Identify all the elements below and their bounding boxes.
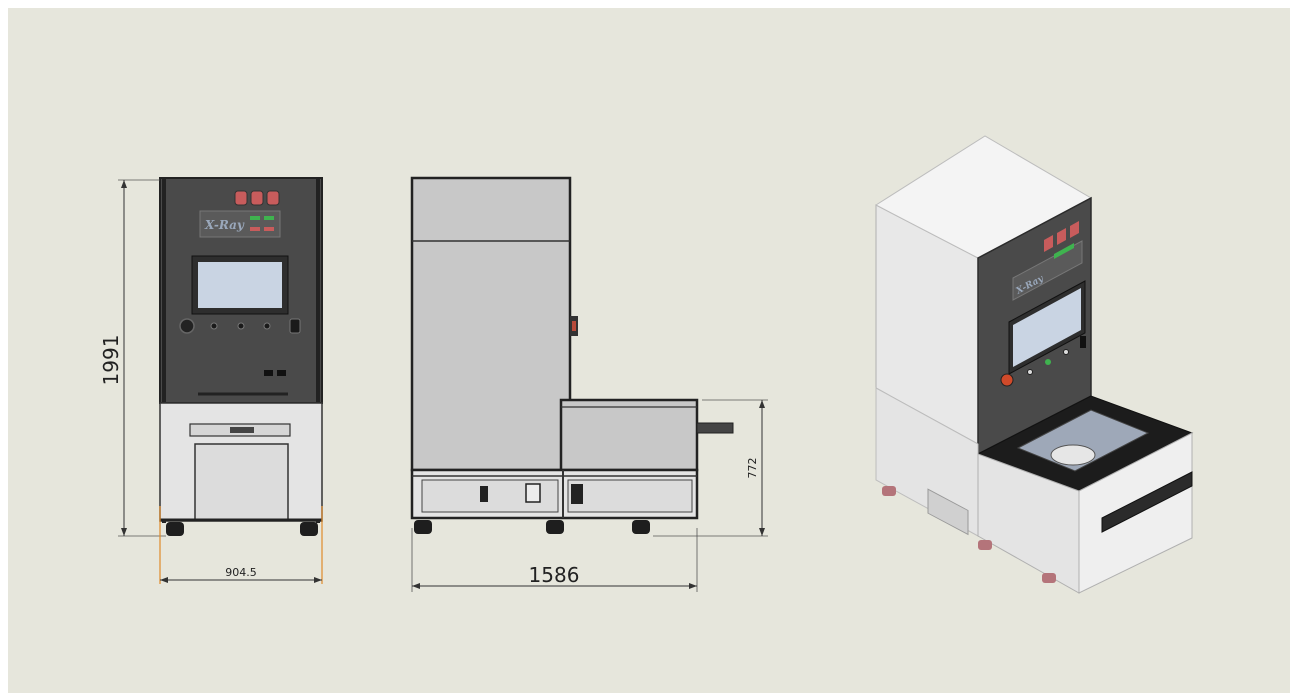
iso-key-switch-icon	[1080, 336, 1086, 348]
side-caster-2-icon	[546, 520, 564, 534]
front-knob-2-icon	[237, 322, 245, 330]
iso-knob-1-icon	[1027, 369, 1033, 375]
iso-indicator-green-icon	[1054, 243, 1074, 259]
height-dimension-label: 1991	[99, 335, 123, 386]
front-tray-handle-icon	[230, 427, 254, 433]
iso-button-2-icon	[1057, 228, 1066, 245]
side-view	[410, 176, 734, 534]
iso-knob-2-icon	[1063, 349, 1069, 355]
front-caster-right-icon	[300, 522, 318, 536]
iso-caster-1-icon	[882, 486, 896, 496]
iso-knob-green-icon	[1045, 359, 1051, 365]
iso-turntable-icon	[1050, 444, 1096, 466]
side-base-switch-icon	[525, 483, 541, 503]
width-arrow-left-icon	[160, 577, 168, 583]
table-height-arrow-bottom-icon	[759, 528, 765, 536]
front-caster-left-icon	[166, 522, 184, 536]
length-dimension-label: 1586	[529, 563, 580, 587]
side-handle-mark-icon	[572, 321, 576, 331]
table-height-arrow-top-icon	[759, 400, 765, 408]
front-indicator-green-1-icon	[250, 216, 260, 220]
side-table-body	[559, 398, 699, 472]
front-logo-text: X-Ray	[204, 218, 245, 232]
side-base-panel-2	[567, 479, 693, 513]
front-button-2-icon	[250, 190, 264, 206]
side-dimensions: 1586 772	[411, 399, 768, 592]
height-arrow-top-icon	[121, 180, 127, 188]
height-arrow-bottom-icon	[121, 528, 127, 536]
front-emergency-knob-icon	[179, 318, 195, 334]
iso-button-1-icon	[1044, 235, 1053, 252]
isometric-view: X-Ray	[874, 135, 1194, 594]
iso-button-3-icon	[1070, 221, 1079, 238]
front-base-door	[194, 443, 289, 521]
front-port-2-icon	[277, 370, 286, 376]
iso-tray-icon	[1016, 409, 1150, 472]
front-knob-3-icon	[263, 322, 271, 330]
width-arrow-right-icon	[314, 577, 322, 583]
iso-base-left-vent-icon	[927, 488, 969, 536]
front-screen-icon	[198, 262, 282, 308]
technical-drawing: X-Ray 1991	[8, 8, 1290, 693]
front-knob-1-icon	[210, 322, 218, 330]
front-indicator-red-2-icon	[264, 227, 274, 231]
side-base-socket-icon	[571, 484, 583, 504]
front-indicator-green-2-icon	[264, 216, 274, 220]
side-caster-1-icon	[414, 520, 432, 534]
length-arrow-right-icon	[689, 583, 697, 589]
iso-conveyor-slot-icon	[1101, 471, 1193, 533]
width-dimension-label: 904.5	[225, 566, 257, 579]
front-indicator-red-1-icon	[250, 227, 260, 231]
front-key-switch-icon	[289, 318, 301, 334]
iso-screen-icon	[1013, 288, 1081, 367]
length-arrow-left-icon	[412, 583, 420, 589]
front-port-1-icon	[264, 370, 273, 376]
side-conveyor-icon	[696, 422, 734, 434]
iso-emergency-knob-icon	[1000, 373, 1014, 387]
iso-caster-2-icon	[978, 540, 992, 550]
table-height-dimension-label: 772	[746, 458, 759, 479]
iso-caster-3-icon	[1042, 573, 1056, 583]
side-base-latch-icon	[480, 486, 488, 502]
front-view: X-Ray	[159, 177, 323, 536]
front-dimensions: 1991 904.5	[99, 179, 323, 584]
side-caster-3-icon	[632, 520, 650, 534]
front-button-3-icon	[266, 190, 280, 206]
side-cabinet-body	[410, 176, 572, 472]
front-label-plate	[199, 210, 281, 238]
front-button-1-icon	[234, 190, 248, 206]
